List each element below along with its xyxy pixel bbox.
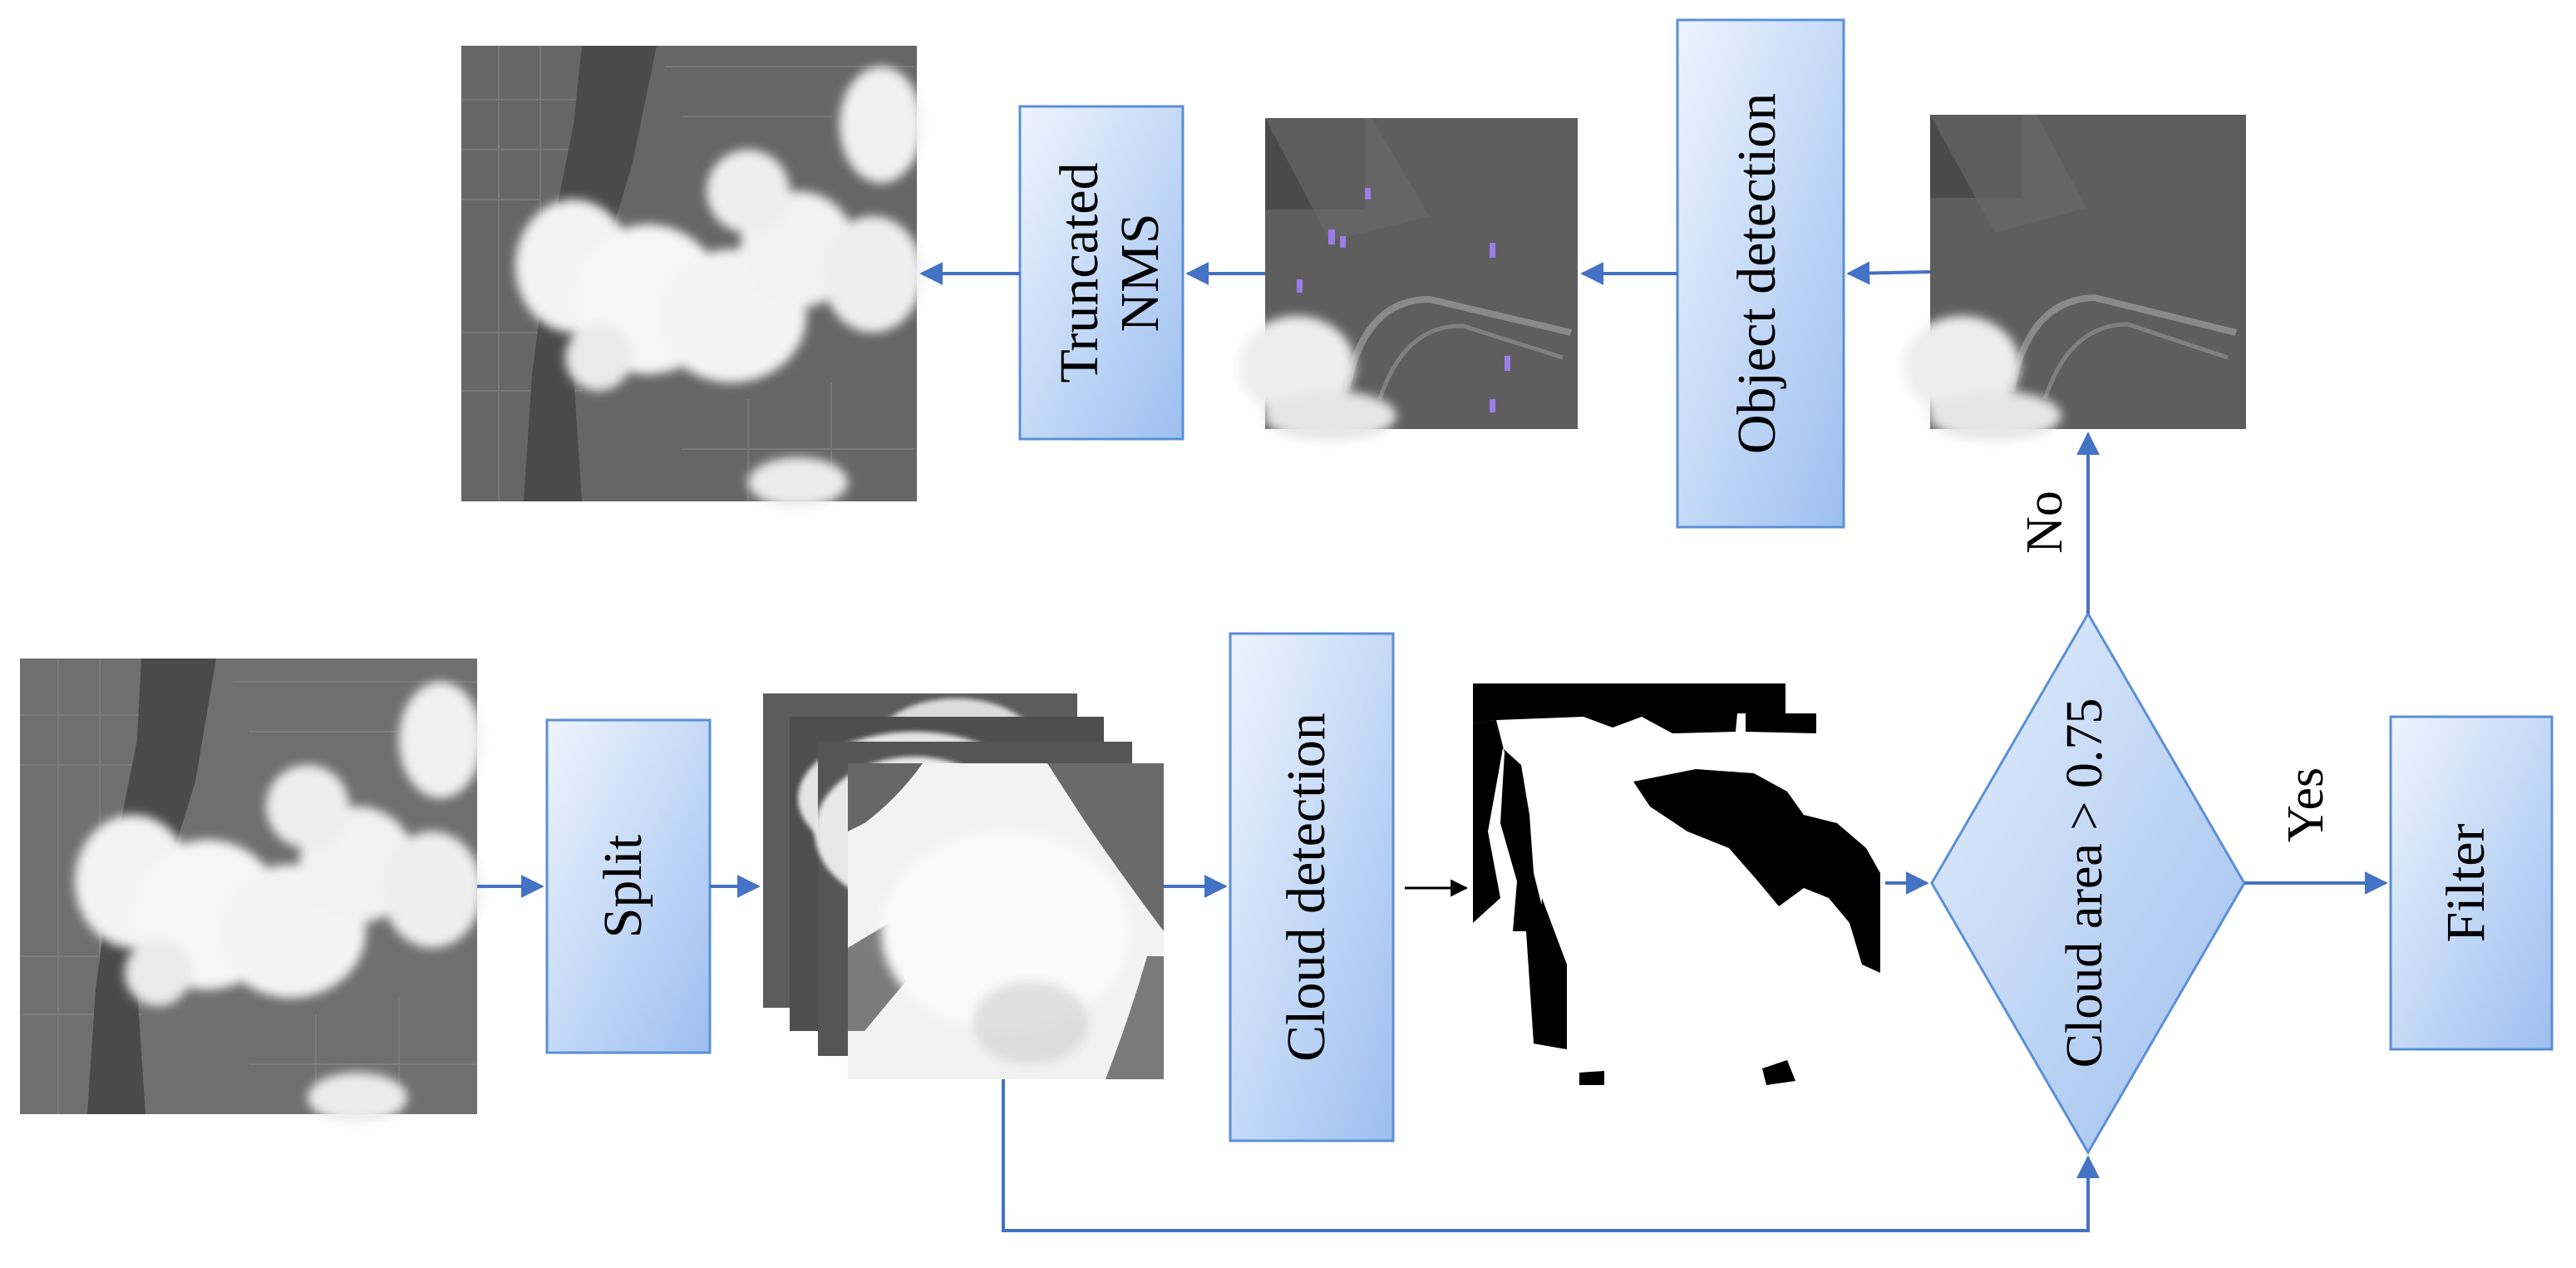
filter-box: Filter bbox=[2389, 715, 2554, 1051]
result-satellite-image bbox=[461, 46, 923, 507]
decision-label: Cloud area > 0.75 bbox=[2056, 698, 2113, 1068]
cloud-detection-label: Cloud detection bbox=[1276, 713, 1337, 1062]
detection-result-image bbox=[1239, 118, 1578, 441]
truncated-nms-box: Truncated NMS bbox=[1018, 105, 1185, 441]
split-label: Split bbox=[593, 835, 653, 939]
object-detection-label: Object detection bbox=[1726, 93, 1787, 454]
object-detection-box: Object detection bbox=[1676, 18, 1845, 529]
filter-label: Filter bbox=[2436, 823, 2496, 942]
patch-4-cloudy bbox=[848, 763, 1164, 1079]
yes-label: Yes bbox=[2278, 767, 2334, 842]
flow-arrows bbox=[477, 261, 2388, 1232]
truncated-nms-label-line1: Truncated bbox=[1049, 162, 1110, 382]
cloud-mask-image bbox=[1471, 682, 1885, 1088]
split-patches-stack bbox=[763, 693, 1164, 1079]
input-satellite-image bbox=[20, 659, 482, 1122]
truncated-nms-label-line2: NMS bbox=[1110, 213, 1170, 332]
cloud-detection-box: Cloud detection bbox=[1229, 632, 1395, 1142]
cloud-area-decision-diamond: Cloud area > 0.75 bbox=[1930, 611, 2246, 1155]
arrow-patches-to-decision-bypass bbox=[1002, 1079, 2100, 1232]
detection-markers bbox=[1297, 188, 1510, 412]
split-box: Split bbox=[545, 718, 712, 1054]
clear-patch-image bbox=[1904, 115, 2246, 441]
no-label: No bbox=[2017, 491, 2073, 554]
arrow-clear-patch-to-object-detection bbox=[1846, 261, 1931, 285]
